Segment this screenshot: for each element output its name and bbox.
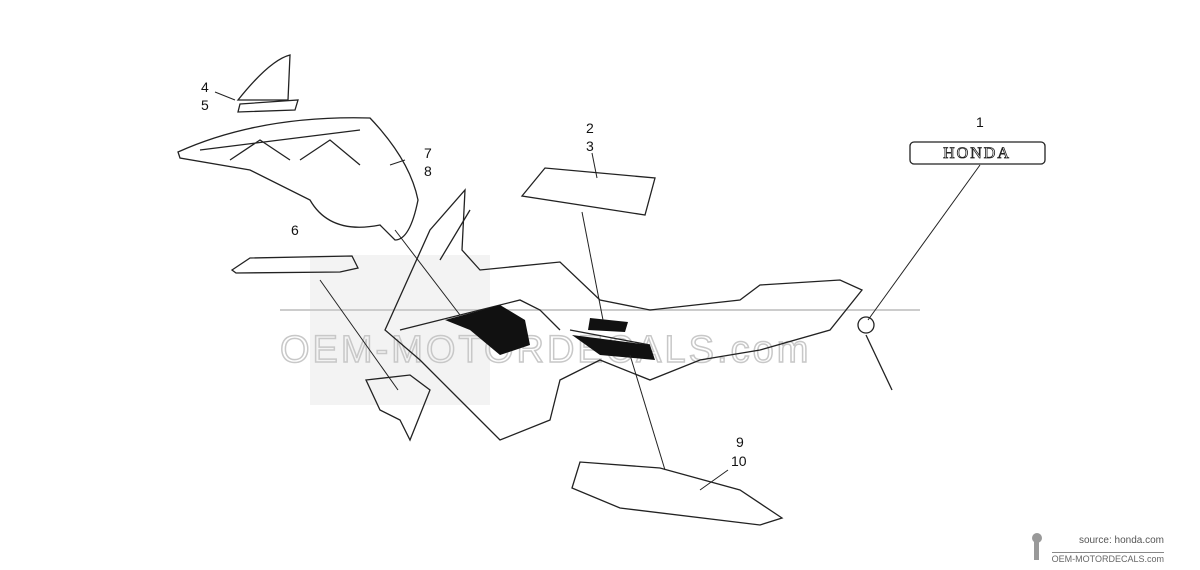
- callout-5: 5: [201, 97, 209, 113]
- source-label: source: honda.com: [1078, 535, 1164, 546]
- site-label: OEM-MOTORDECALS.com: [1051, 552, 1164, 564]
- callout-2: 2: [586, 120, 594, 136]
- callout-1: 1: [976, 114, 984, 130]
- tank-stripe-decal: [520, 167, 656, 216]
- callout-8: 8: [424, 163, 432, 179]
- callout-10: 10: [731, 453, 747, 469]
- fork-emblem-decal: [365, 374, 431, 442]
- watermark-text: OEM-MOTORDECALS.com: [280, 329, 811, 371]
- callout-4: 4: [201, 79, 209, 95]
- callout-numbers: 1 2 3 4 5 6 7 8 9 10: [201, 79, 984, 469]
- cb-decal: [230, 255, 359, 274]
- callout-6: 6: [291, 222, 299, 238]
- shroud-decal: [177, 117, 419, 241]
- motorcycle-fairing: [384, 188, 864, 441]
- callout-3: 3: [586, 138, 594, 154]
- side-cover-decal: [571, 461, 784, 526]
- watermark: OEM-MOTORDECALS.com: [279, 255, 920, 405]
- callout-9: 9: [736, 434, 744, 450]
- wing-emblem-decal: [236, 54, 299, 113]
- callout-7: 7: [424, 145, 432, 161]
- honda-decal-text: HONDA: [943, 145, 1011, 162]
- site-logo-icon: [1032, 533, 1042, 560]
- honda-decal: [909, 141, 1046, 165]
